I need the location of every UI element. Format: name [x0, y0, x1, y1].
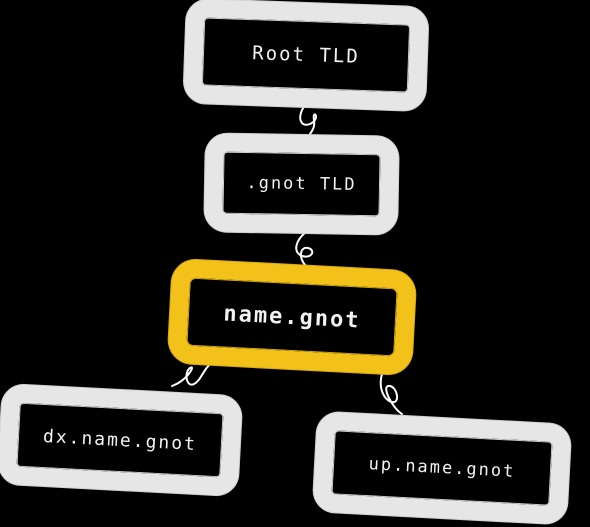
node-label: up.name.gnot	[368, 454, 516, 482]
node-label: .gnot TLD	[246, 173, 357, 195]
node-up-name-gnot: up.name.gnot	[312, 411, 572, 525]
connector-name-to-dx	[171, 361, 215, 387]
connector-root-to-gnot	[299, 103, 317, 143]
node-label: name.gnot	[222, 300, 362, 334]
node-root-tld: Root TLD	[183, 0, 429, 112]
node-label: Root TLD	[251, 42, 361, 68]
connector-name-to-up	[379, 373, 403, 415]
connector-gnot-to-name	[295, 231, 314, 267]
node-label: dx.name.gnot	[42, 425, 198, 455]
node-dx-name-gnot: dx.name.gnot	[0, 383, 243, 497]
node-name-gnot: name.gnot	[167, 258, 417, 376]
node-gnot-tld: .gnot TLD	[204, 133, 399, 235]
